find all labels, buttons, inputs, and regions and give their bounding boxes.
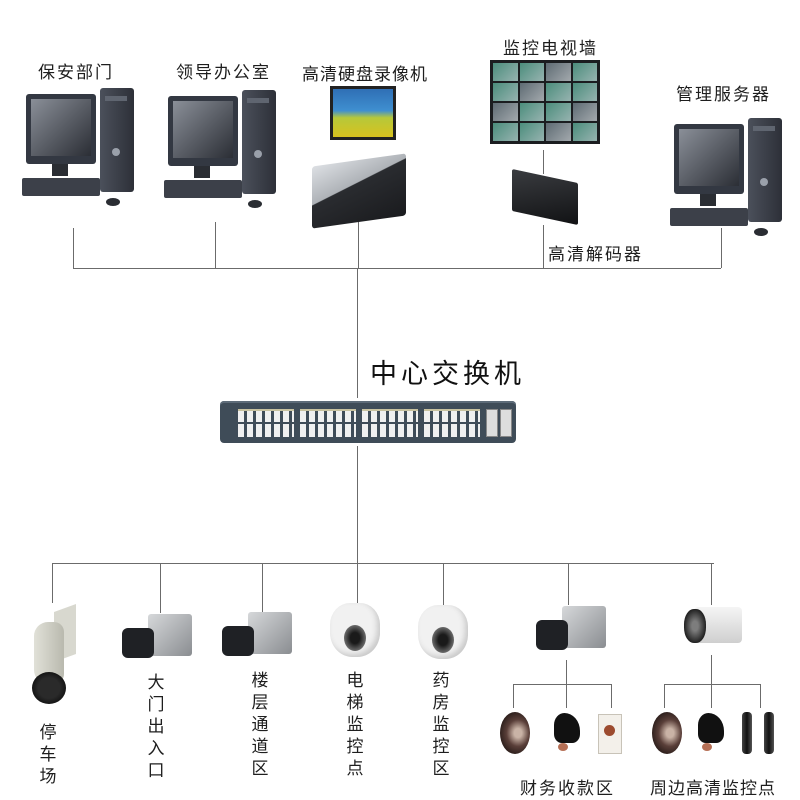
computer-mgmt-server [670, 118, 782, 248]
port-group [362, 409, 418, 437]
link-perimeter-siren [711, 684, 712, 708]
link-switch-bottom [357, 446, 358, 564]
link-security-dept [73, 228, 74, 268]
perimeter-sub-line [664, 684, 760, 685]
label-security-dept: 保安部门 [38, 63, 114, 83]
speaker-icon [652, 712, 682, 754]
link-finance [568, 563, 569, 605]
keyboard-icon [22, 178, 100, 196]
box-camera-icon [536, 606, 606, 658]
link-backbone-switch [357, 268, 358, 398]
mouse-icon [248, 200, 262, 208]
label-pharmacy: 药房监控区 [432, 671, 450, 779]
link-nvr [358, 222, 359, 268]
box-camera-icon [122, 614, 192, 666]
box-camera-icon [222, 612, 292, 664]
link-parking [52, 563, 53, 603]
label-floor-corridor: 楼层通道区 [251, 671, 269, 779]
pc-tower-icon [242, 90, 276, 194]
label-parking: 停车场 [39, 723, 57, 787]
link-floor-corridor [262, 563, 263, 613]
port-group [424, 409, 480, 437]
siren-icon [694, 713, 724, 753]
label-main-gate: 大门出入口 [147, 673, 165, 781]
label-nvr: 高清硬盘录像机 [302, 65, 428, 85]
infrared-beam-icon [764, 712, 774, 754]
uplink-port [500, 409, 512, 437]
label-tv-wall: 监控电视墙 [503, 39, 598, 59]
label-perimeter: 周边高清监控点 [650, 779, 776, 799]
label-finance: 财务收款区 [520, 779, 615, 799]
dome-camera-icon [418, 605, 468, 663]
dome-camera-icon [330, 603, 380, 661]
uplink-port [486, 409, 498, 437]
video-wall-icon [490, 60, 600, 144]
link-perimeter-beam [760, 684, 761, 708]
port-group [238, 409, 294, 437]
speaker-icon [500, 712, 530, 754]
port-group [300, 409, 356, 437]
bullet-camera-icon [684, 605, 742, 649]
infrared-beam-icon [742, 712, 752, 754]
label-core-switch: 中心交换机 [370, 359, 525, 390]
link-finance-siren [566, 684, 567, 708]
mouse-icon [754, 228, 768, 236]
label-leader-office: 领导办公室 [176, 63, 271, 83]
link-leader-office [215, 222, 216, 268]
computer-security-dept [22, 88, 134, 218]
siren-icon [550, 713, 580, 753]
keyboard-icon [164, 180, 242, 198]
link-perimeter [711, 563, 712, 605]
core-switch-icon [220, 401, 516, 443]
link-tv-wall-decoder [543, 150, 544, 174]
bottom-backbone-line [52, 563, 714, 564]
monitor-icon [674, 124, 744, 194]
pc-tower-icon [748, 118, 782, 222]
link-decoder [543, 225, 544, 268]
link-finance-sub [566, 660, 567, 684]
label-elevator: 电梯监控点 [346, 671, 364, 779]
link-pharmacy [443, 563, 444, 605]
link-elevator [357, 563, 358, 603]
keyboard-icon [670, 208, 748, 226]
mouse-icon [106, 198, 120, 206]
link-mgmt-server [721, 228, 722, 268]
finance-sub-line [513, 684, 611, 685]
computer-leader-office [164, 90, 276, 220]
top-backbone-line [73, 268, 721, 269]
decoder-icon [512, 168, 578, 226]
ptz-camera-icon [24, 603, 82, 708]
monitor-icon [168, 96, 238, 166]
nvr-recorder-icon [312, 153, 406, 229]
nvr-display-icon [330, 86, 396, 140]
panic-button-icon [598, 714, 622, 754]
link-perimeter-speaker [664, 684, 665, 708]
link-main-gate [160, 563, 161, 613]
label-mgmt-server: 管理服务器 [676, 85, 771, 105]
link-perimeter-sub [711, 655, 712, 684]
monitor-icon [26, 94, 96, 164]
link-finance-button [611, 684, 612, 708]
pc-tower-icon [100, 88, 134, 192]
link-finance-speaker [513, 684, 514, 708]
label-decoder: 高清解码器 [548, 245, 643, 265]
